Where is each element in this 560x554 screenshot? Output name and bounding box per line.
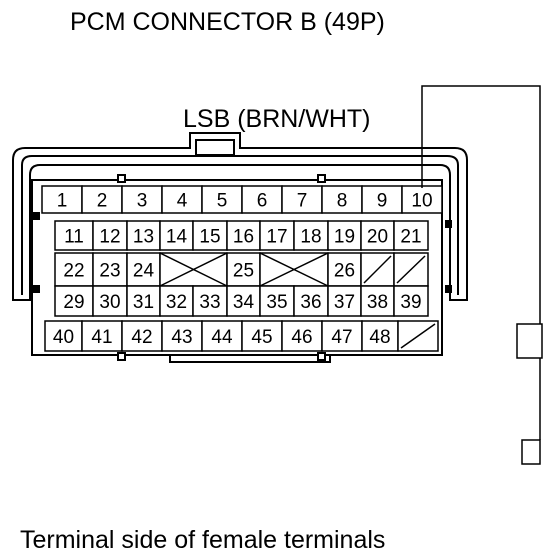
terminal-number: 35: [266, 292, 287, 313]
unused-terminal-cross: [259, 252, 329, 287]
terminal-number: 2: [97, 191, 108, 212]
terminal-number: 4: [177, 191, 188, 212]
terminal-number: 47: [331, 327, 352, 348]
terminal-cell: [126, 252, 161, 287]
terminal-cell: [293, 285, 329, 317]
terminal-number: 18: [300, 227, 321, 248]
probe-lead: [421, 85, 543, 465]
terminal-number: 40: [53, 327, 74, 348]
terminal-cell: [121, 185, 163, 214]
terminal-cell: [121, 320, 163, 352]
terminal-number: 16: [233, 227, 254, 248]
terminal-cell: [44, 320, 83, 352]
terminal-cell: [321, 320, 363, 352]
terminal-cell: [259, 285, 295, 317]
terminal-number: 30: [99, 292, 120, 313]
terminal-number: 21: [400, 227, 421, 248]
terminal-number: 15: [199, 227, 220, 248]
terminal-cell: [327, 220, 362, 251]
terminal-number: 26: [334, 261, 355, 282]
terminal-number: 25: [233, 261, 254, 282]
terminal-number: 20: [367, 227, 388, 248]
terminal-cell: [327, 285, 362, 317]
terminal-number: 46: [291, 327, 312, 348]
terminal-cell: [192, 285, 228, 317]
terminal-number: 38: [367, 292, 388, 313]
terminal-number: 19: [334, 227, 355, 248]
terminal-cell: [393, 220, 429, 251]
terminal-cell: [393, 285, 429, 317]
terminal-number: 12: [99, 227, 120, 248]
terminal-number: 8: [337, 191, 348, 212]
terminal-cell: [126, 285, 161, 317]
terminal-cell: [361, 185, 403, 214]
terminal-number: 17: [266, 227, 287, 248]
empty-cavity-slash: [363, 255, 392, 284]
terminal-cell: [226, 285, 261, 317]
terminal-number: 42: [131, 327, 152, 348]
terminal-number: 14: [166, 227, 188, 248]
terminal-number: 44: [211, 327, 233, 348]
terminal-cell: [241, 320, 283, 352]
terminal-number: 29: [63, 292, 84, 313]
terminal-cell: [281, 320, 323, 352]
terminal-number: 11: [64, 227, 84, 248]
empty-cavity-slash: [400, 323, 436, 349]
connector-housing: [12, 132, 468, 363]
terminal-number: 45: [251, 327, 272, 348]
terminal-number: 36: [300, 292, 321, 313]
terminal-number: 23: [99, 261, 120, 282]
terminal-number: 1: [57, 191, 68, 212]
terminal-number: 22: [63, 261, 84, 282]
terminal-number: 31: [133, 292, 154, 313]
terminal-cell: [201, 320, 243, 352]
empty-cavity-slash: [396, 255, 426, 284]
terminal-number: 41: [91, 327, 112, 348]
terminal-number: 13: [133, 227, 154, 248]
terminal-cell: [54, 220, 94, 251]
terminal-number: 7: [297, 191, 308, 212]
terminal-cell: [361, 320, 399, 352]
terminal-cell: [360, 220, 395, 251]
terminal-cell: [201, 185, 243, 214]
terminal-number: 43: [171, 327, 192, 348]
terminal-cell: [126, 220, 161, 251]
terminal-cell: [159, 220, 194, 251]
terminal-cell: [159, 285, 194, 317]
terminal-number: 6: [257, 191, 268, 212]
unused-terminal-cross: [159, 252, 228, 287]
terminal-number: 24: [133, 261, 155, 282]
terminal-number: 3: [137, 191, 148, 212]
terminal-number: 33: [199, 292, 220, 313]
terminal-cell: [226, 220, 261, 251]
pin-label: LSB (BRN/WHT): [183, 105, 371, 133]
caption: Terminal side of female terminals: [20, 526, 385, 554]
housing-side-clips: [33, 212, 452, 293]
terminal-number: 39: [400, 292, 421, 313]
terminal-number: 5: [217, 191, 228, 212]
terminal-number: 32: [166, 292, 187, 313]
terminal-number: 9: [377, 191, 388, 212]
terminal-number: 34: [233, 292, 255, 313]
terminal-cell: [41, 185, 83, 214]
terminal-cell: [161, 320, 203, 352]
terminal-number: 48: [369, 327, 390, 348]
terminal-cell: [327, 252, 362, 287]
terminal-cell: [259, 220, 295, 251]
terminal-number: 37: [334, 292, 355, 313]
terminal-number: 10: [411, 191, 432, 212]
terminal-cell: [360, 285, 395, 317]
connector-title: PCM CONNECTOR B (49P): [70, 8, 385, 36]
